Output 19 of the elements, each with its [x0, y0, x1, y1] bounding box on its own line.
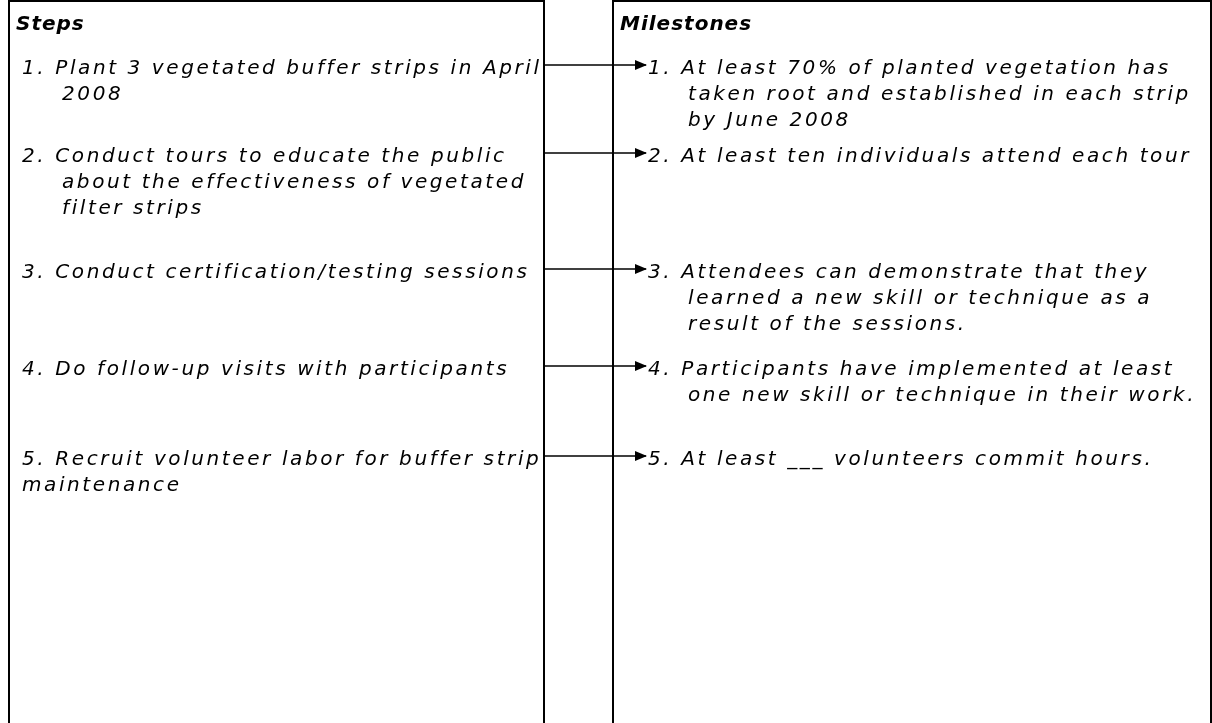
milestone-text: 1. At least 70% of planted vegetation has taken root and established in each strip by June 2008	[648, 54, 1212, 132]
milestone-text: 2. At least ten individuals attend each tour	[648, 142, 1212, 168]
column-heading: Steps	[16, 10, 85, 36]
arrow	[544, 451, 647, 461]
step-text: 2. Conduct tours to educate the public about the effectiveness of vegetated filter strips	[22, 142, 545, 220]
milestone-text: 5. At least ___ volunteers commit hours.	[648, 445, 1212, 471]
arrow	[544, 264, 647, 274]
milestone-text: 3. Attendees can demonstrate that they learned a new skill or technique as a result of the sessions.	[648, 258, 1212, 336]
step-text: 1. Plant 3 vegetated buffer strips in April 2008	[22, 54, 545, 106]
arrow	[544, 148, 647, 158]
step-text: 5. Recruit volunteer labor for buffer strip maintenance	[22, 445, 545, 497]
column-heading: Milestones	[620, 10, 753, 36]
column-box	[612, 0, 1212, 723]
column-box	[8, 0, 545, 723]
arrow	[544, 361, 647, 371]
milestone-text: 4. Participants have implemented at least one new skill or technique in their work.	[648, 355, 1212, 407]
arrow	[544, 60, 647, 70]
step-text: 4. Do follow-up visits with participants	[22, 355, 545, 381]
step-text: 3. Conduct certification/testing sessions	[22, 258, 545, 284]
